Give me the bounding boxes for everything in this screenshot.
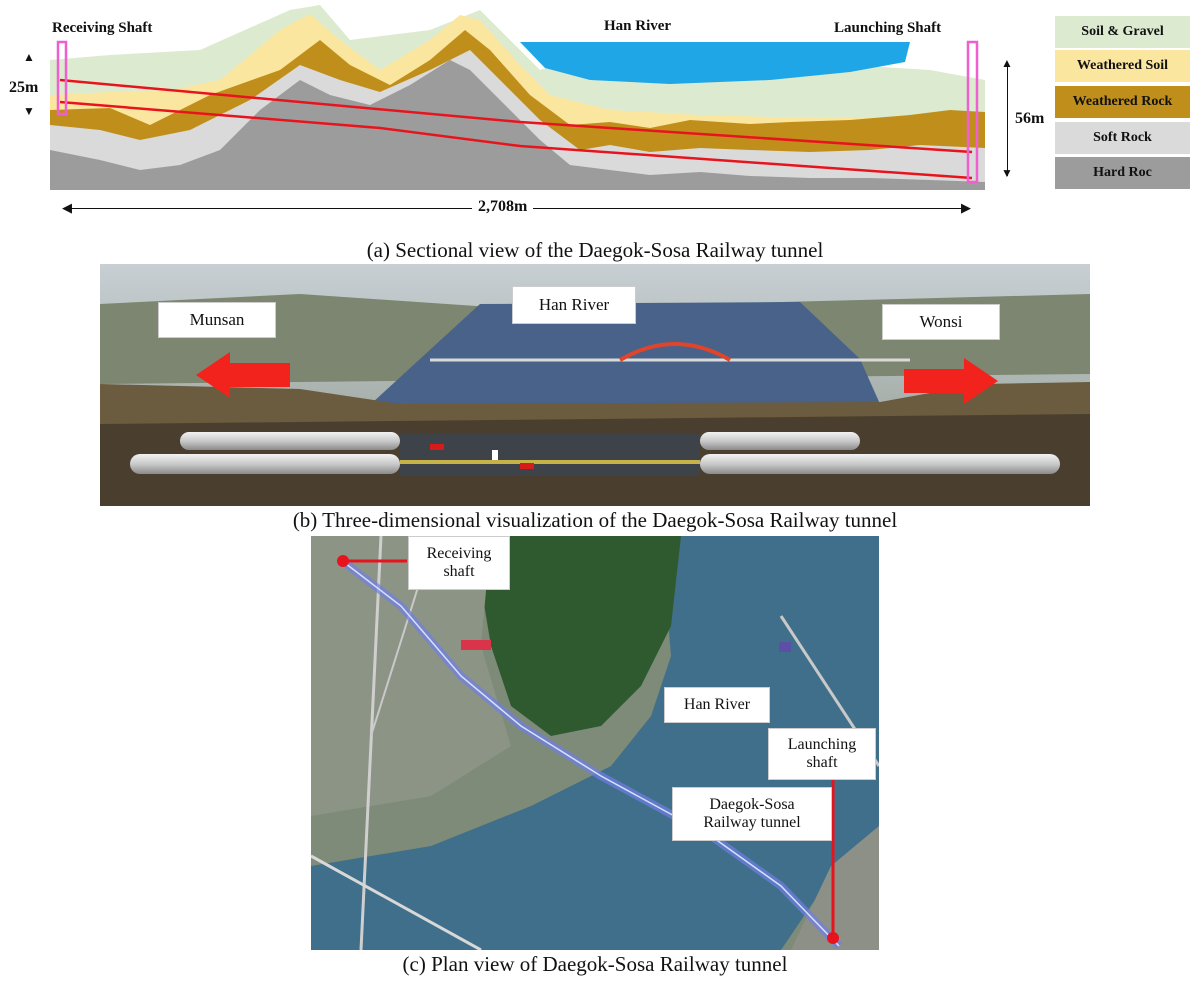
depth-arrow-down-icon: ▼ — [23, 104, 35, 118]
launching-shaft — [966, 40, 979, 184]
tunnel-pipe-upper — [180, 432, 400, 450]
launching-shaft-label: Launching Shaft — [834, 20, 942, 36]
geology-section — [50, 5, 985, 190]
plan-launching-label: Launching shaft — [768, 728, 876, 780]
plan-river — [311, 536, 879, 950]
caption-a: (a) Sectional view of the Daegok-Sosa Ra… — [366, 238, 824, 262]
legend-weathered-soil: Weathered Soil — [1055, 50, 1190, 82]
visualization-panel: Munsan Han River Wonsi — [100, 264, 1090, 506]
munsan-label: Munsan — [158, 302, 276, 338]
han-river-water — [520, 42, 910, 84]
plan-tunnel-label: Daegok-Sosa Railway tunnel — [672, 787, 832, 841]
plan-receiving-label: Receiving shaft — [408, 536, 510, 590]
legend-soft-rock: Soft Rock — [1055, 122, 1190, 154]
tunnel-pipe-right-lower — [700, 454, 1060, 474]
depth-arrow-down-icon: ▼ — [1001, 166, 1013, 180]
tunnel-upper-line — [59, 78, 973, 154]
depth-right-arrow — [1007, 62, 1008, 176]
arrow-left-icon — [196, 352, 290, 398]
plan-panel: Receiving shaft Han River Launching shaf… — [311, 536, 879, 950]
depth-arrow-up-icon: ▲ — [1001, 56, 1013, 70]
caption-c: (c) Plan view of Daegok-Sosa Railway tun… — [402, 952, 788, 976]
han-river-3d-label: Han River — [512, 286, 636, 324]
plan-han-river-label: Han River — [664, 687, 770, 723]
length-label: 2,708m — [472, 198, 534, 216]
caption-b: (b) Three-dimensional visualization of t… — [292, 508, 898, 532]
receiving-shaft — [56, 40, 68, 116]
length-arrow-right-icon: ▶ — [961, 200, 971, 215]
arrow-right-icon — [904, 358, 998, 404]
plan-forest — [481, 536, 681, 736]
legend-weathered-rock: Weathered Rock — [1055, 86, 1190, 118]
han-river-label: Han River — [604, 18, 672, 34]
receiving-shaft-label: Receiving Shaft — [52, 20, 153, 36]
depth-right-label: 56m — [1015, 110, 1045, 128]
plan-map — [311, 536, 879, 950]
bridge-arch — [618, 342, 732, 362]
legend-hard-rock: Hard Roc — [1055, 157, 1190, 189]
tunnel-section-cut — [400, 434, 700, 476]
wonsi-label: Wonsi — [882, 304, 1000, 340]
layer-hard-rock — [50, 60, 985, 190]
length-arrow-left-icon: ◀ — [62, 200, 72, 215]
tunnel-pipe-lower — [130, 454, 400, 474]
tunnel-lower-line — [59, 100, 973, 180]
depth-left-label: 25m — [9, 79, 39, 96]
legend-soil-gravel: Soil & Gravel — [1055, 16, 1190, 48]
depth-arrow-up-icon: ▲ — [23, 50, 35, 64]
tunnel-pipe-right-upper — [700, 432, 860, 450]
